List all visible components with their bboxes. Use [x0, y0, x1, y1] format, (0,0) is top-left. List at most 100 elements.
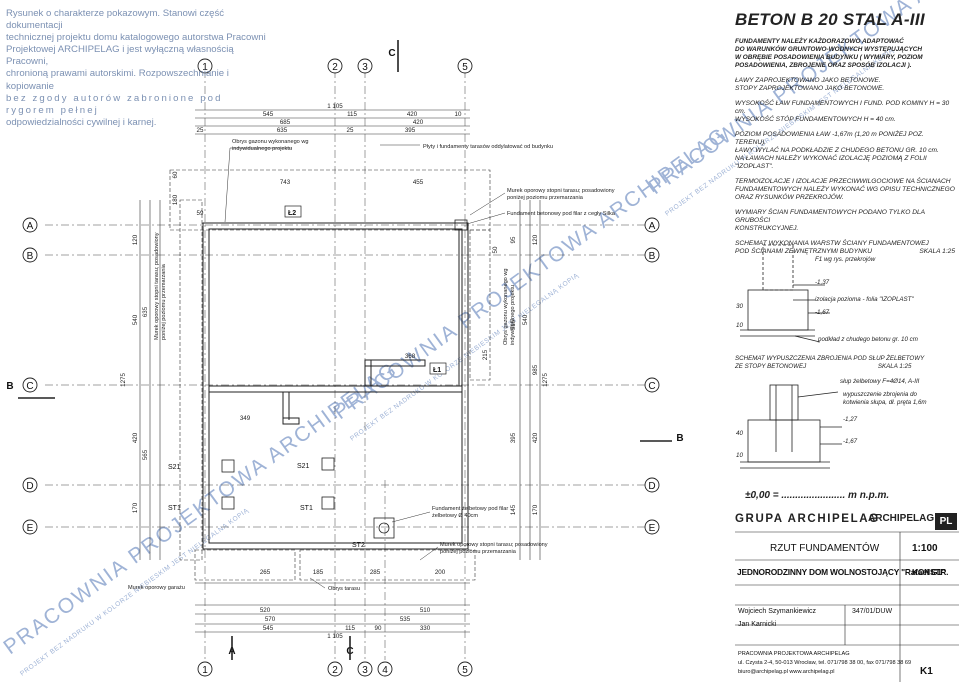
- dim-value: 420: [132, 432, 139, 443]
- grid-col-label: 5: [462, 62, 468, 73]
- grid-row-label: E: [27, 523, 34, 534]
- footing-label: ST1: [168, 505, 181, 512]
- copyright-disclaimer: Rysunek o charakterze pokazowym. Stanowi…: [6, 8, 268, 129]
- note-line: WYSOKOŚĆ STÓP FUNDAMENTOWYCH H = 40 cm.: [735, 116, 896, 123]
- schema-heading: SCHEMAT WYKONANIA WARSTW ŚCIANY FUNDAMEN…: [735, 240, 955, 256]
- grid-axes: [45, 70, 655, 660]
- dim-value: 510: [420, 607, 431, 614]
- note-line: ŁAWY ZAPROJEKTOWANO JAKO BETONOWE.: [735, 77, 881, 84]
- company-name: PRACOWNIA PROJEKTOWA ARCHIPELAG: [738, 651, 850, 657]
- dim-value: 395: [510, 432, 517, 443]
- dim-value: 265: [260, 569, 271, 576]
- note-line: SCHEMAT WYKONANIA WARSTW ŚCIANY FUNDAMEN…: [735, 240, 929, 247]
- dim-value: 635: [277, 127, 288, 134]
- callout-text: Murek oporowy garażu: [128, 585, 185, 591]
- grid-col-label: 1: [202, 665, 208, 676]
- detail1-f1: F1 wg rys. przekrojów: [815, 256, 876, 263]
- dim-value: 185: [313, 569, 324, 576]
- disclaimer-line: chronioną prawami autorskimi. Rozpowszec…: [6, 68, 229, 92]
- grid-row-label: D: [26, 481, 33, 492]
- section-marker: C: [388, 48, 395, 59]
- detail1-dim: 10: [736, 322, 743, 329]
- dim-value: 170: [532, 504, 539, 515]
- grid-row-label: C: [648, 381, 655, 392]
- note-line: WYMIARY ŚCIAN FUNDAMENTOWYCH PODANO TYLK…: [735, 209, 925, 224]
- grid-row-label: A: [649, 221, 656, 232]
- dim-value: 520: [260, 607, 271, 614]
- disclaimer-line: Projektowej ARCHIPELAG i jest wyłączną w…: [6, 44, 234, 68]
- watermark-subtext: PROJEKT BEZ NADRUKU W KOLORZE NIEBIESKIM…: [19, 507, 250, 678]
- footing-label: S21: [168, 464, 181, 471]
- footing-label: ST2: [352, 542, 365, 549]
- dim-value: 25: [197, 127, 204, 134]
- note-line: POD ŚCIANAMI ZEWNĘTRZNYMI BUDYNKU: [735, 248, 873, 255]
- detail1-blinding: podkład z chudego betonu gr. 10 cm: [818, 336, 918, 343]
- grid-row-label: A: [27, 221, 34, 232]
- note-paragraph: TERMOIZOLACJE I IZOLACJE PRZECIWWILGOCIO…: [735, 178, 955, 202]
- note-line: KONSTRUKCYJNEJ.: [735, 225, 799, 232]
- dim-value: 330: [420, 625, 431, 632]
- dim-value: 515: [510, 319, 517, 330]
- section-detail-1: [740, 244, 830, 343]
- note-line: ZE STOPY BETONOWEJ: [735, 362, 807, 370]
- grid-row-label: D: [648, 481, 655, 492]
- footing-markers: [221, 219, 468, 539]
- scale-label: SKALA 1:25: [919, 248, 955, 255]
- callout-text: indywidualnego projektu: [510, 285, 516, 345]
- callout-text: Płyty i fundamenty tarasów oddylatować o…: [423, 144, 553, 150]
- callout-text: Fundament żelbetowy pod filar: [432, 506, 508, 512]
- zero-level-label: ±0,00 = ....................... m n.p.m.: [745, 490, 890, 501]
- note-line: ŁAWY WYLAĆ NA PODKŁADZIE Z CHUDEGO BETON…: [735, 147, 939, 154]
- callout-texts: Obrys gazonu wykonanego wg indywidualneg…: [128, 139, 616, 592]
- callout-text: Obrys gazonu wykonanego wg: [503, 269, 509, 346]
- grid-col-label: 4: [382, 665, 388, 676]
- dim-value: 545: [263, 111, 274, 118]
- dim-value: 1275: [542, 373, 549, 387]
- schema2-heading: SCHEMAT WYPUSZCZENIA ZBROJENIA POD SŁUP …: [735, 355, 924, 370]
- dim-value: 420: [407, 111, 418, 118]
- grid-bubbles: [22, 58, 660, 677]
- grid-row-label: B: [649, 251, 656, 262]
- footing-label: Ł2: [288, 210, 296, 217]
- dim-value: 215: [482, 349, 489, 360]
- dim-value: 10: [455, 111, 462, 118]
- dim-value: 635: [142, 306, 149, 317]
- note-line: NA ŁAWACH NALEŻY WYKONAĆ IZOLACJĘ POZIOM…: [735, 155, 927, 170]
- dim-value: 985: [532, 364, 539, 375]
- callout-text: Obrys tarasu: [328, 586, 360, 592]
- brand-logo: ARCHIPELAG: [868, 513, 935, 524]
- scale-label: SKALA 1:25: [877, 362, 912, 370]
- dim-value: 145: [510, 504, 517, 515]
- vertical-dimension-values: 540 635 1275 420 565 170 120 60 180 540 …: [120, 171, 549, 515]
- designer-name: Wojciech Szymankiewicz: [738, 608, 817, 615]
- concrete-steel-title: BETON B 20 STAL A-III: [735, 10, 925, 29]
- detail2-rebar: wypuszczenie zbrojenia do kotwienia słup…: [843, 391, 927, 406]
- dim-value: 200: [435, 569, 446, 576]
- grid-col-label: 3: [362, 665, 368, 676]
- dim-value: 545: [263, 625, 274, 632]
- watermark-subtext: PROJEKT BEZ NADRUKU W KOLORZE NIEBIESKIM…: [349, 272, 580, 443]
- note-line: POZIOM POSADOWIENIA ŁAW -1,67m (1,20 m P…: [735, 131, 924, 146]
- detail2-dim: 10: [736, 452, 743, 459]
- dim-value: 540: [522, 314, 529, 325]
- dimension-lines: [139, 109, 541, 633]
- detail2-level: -1,67: [843, 438, 858, 445]
- grid-row-label: E: [649, 523, 656, 534]
- note-line: FUNDAMENTOWYCH NALEŻY WYKONAĆ WG OPISU T…: [735, 186, 955, 193]
- dim-value: 420: [532, 432, 539, 443]
- dim-value: 25: [347, 127, 354, 134]
- detail1-insulation: izolacja pozioma - folia "IZOPLAST": [815, 296, 914, 303]
- drawing-scale: 1:100: [912, 543, 938, 554]
- dim-value: 395: [405, 127, 416, 134]
- grid-col-label: 1: [202, 62, 208, 73]
- dim-value: 1 105: [327, 103, 343, 110]
- grid-row-label: B: [27, 251, 34, 262]
- callout-text: Murek oporowy stopni tarasu; posadowiony: [440, 542, 548, 548]
- section-marker: B: [6, 381, 13, 392]
- detail1-dim: 30: [736, 303, 743, 310]
- note-line: SCHEMAT WYPUSZCZENIA ZBROJENIA POD SŁUP …: [735, 355, 925, 362]
- grid-col-label: 3: [362, 62, 368, 73]
- note-line: kotwienia słupa, dł. pręta 1,6m: [843, 398, 927, 406]
- section-detail-2: [740, 384, 842, 469]
